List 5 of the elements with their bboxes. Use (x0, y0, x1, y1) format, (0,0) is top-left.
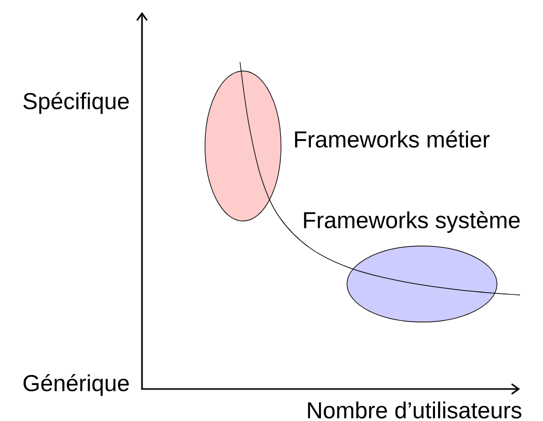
ellipse-label: Frameworks système (304, 211, 520, 233)
axis-label: Spécifique (23, 92, 129, 114)
axis-label: Générique (24, 374, 129, 396)
axis-label: Nombre d’utilisateurs (308, 402, 522, 418)
ellipse-label: Frameworks métier (295, 130, 490, 148)
